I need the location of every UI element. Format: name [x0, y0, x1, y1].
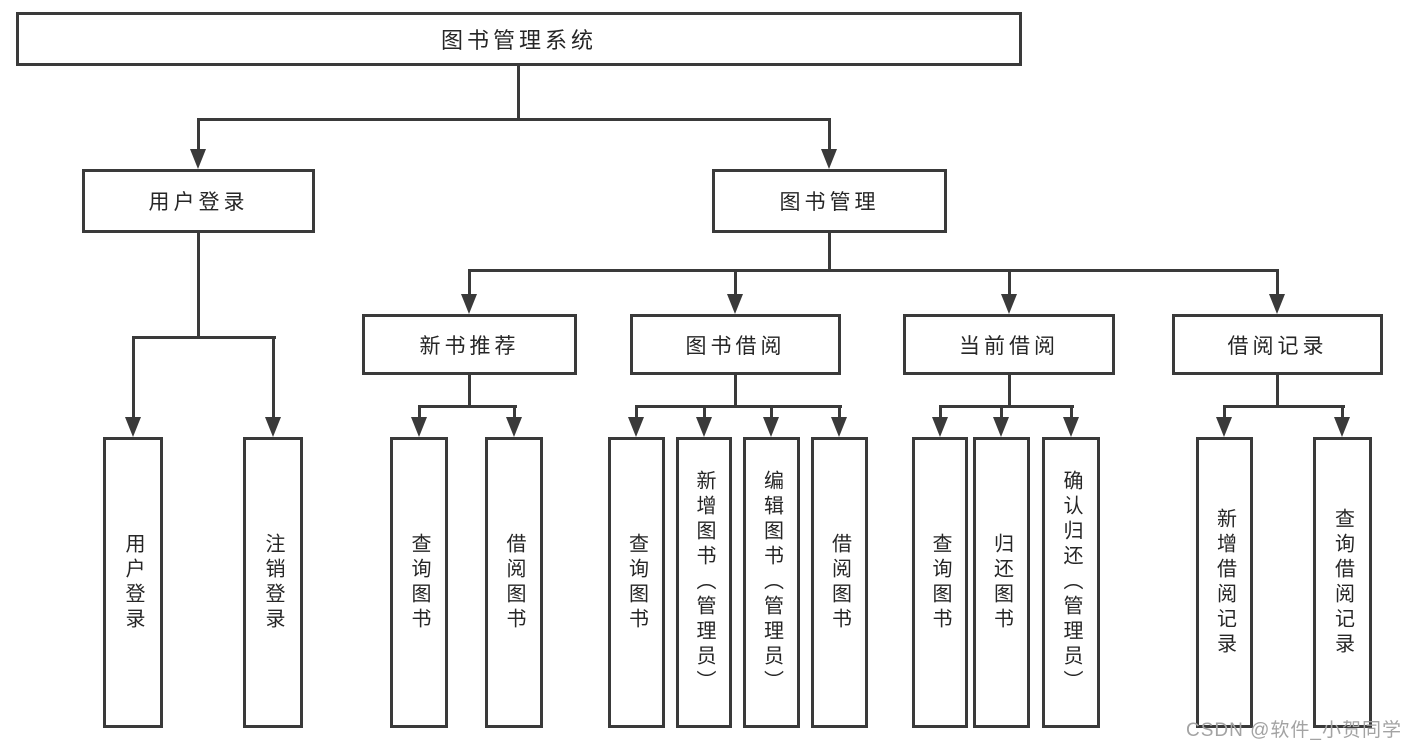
- arrow-down-icon: [265, 417, 281, 437]
- connector-drop-current-borrow: [1008, 269, 1011, 297]
- node-user-login-label: 用户登录: [148, 191, 249, 214]
- node-new-book-recommend-label: 新书推荐: [419, 334, 520, 358]
- arrow-down-icon: [1063, 417, 1079, 437]
- connector-book-borrow-rail: [635, 405, 842, 408]
- node-book-borrow-label: 图书借阅: [685, 334, 786, 358]
- arrow-down-icon: [696, 417, 712, 437]
- connector-new-book-rail: [418, 405, 517, 408]
- connector-drop-leaf: [1070, 405, 1073, 419]
- node-book-management-label: 图书管理: [779, 191, 880, 214]
- connector-drop-leaf: [703, 405, 706, 419]
- leaf-edit-books-admin: 编辑图书（管理员）: [743, 437, 800, 728]
- connector-current-borrow-rail: [939, 405, 1074, 408]
- connector-root-stem: [517, 66, 520, 118]
- leaf-query-books-recommend-label: 查询图书: [408, 532, 430, 633]
- leaf-user-login: 用户登录: [103, 437, 163, 728]
- connector-drop-book-management: [828, 118, 831, 151]
- leaf-user-login-label: 用户登录: [122, 532, 144, 633]
- connector-drop-leaf: [635, 405, 638, 419]
- leaf-logout-label: 注销登录: [262, 532, 284, 633]
- connector-drop-leaf: [939, 405, 942, 419]
- node-current-borrow-label: 当前借阅: [959, 334, 1059, 358]
- arrow-down-icon: [190, 149, 206, 169]
- leaf-borrow-books-label: 借阅图书: [828, 532, 851, 633]
- node-root-label: 图书管理系统: [440, 28, 597, 53]
- arrow-down-icon: [993, 417, 1009, 437]
- leaf-edit-books-admin-label: 编辑图书（管理员）: [760, 470, 783, 695]
- arrow-down-icon: [125, 417, 141, 437]
- connector-borrow-records-rail: [1223, 405, 1345, 408]
- leaf-confirm-return-admin: 确认归还（管理员）: [1042, 437, 1100, 728]
- leaf-query-borrow-record: 查询借阅记录: [1313, 437, 1372, 728]
- arrow-down-icon: [727, 294, 743, 314]
- arrow-down-icon: [506, 417, 522, 437]
- arrow-down-icon: [932, 417, 948, 437]
- csdn-watermark: CSDN @软件_小贺同学: [1186, 720, 1402, 741]
- connector-user-login-stem: [197, 233, 200, 336]
- arrow-down-icon: [831, 417, 847, 437]
- connector-user-login-rail: [132, 336, 276, 339]
- node-borrow-records-label: 借阅记录: [1227, 334, 1328, 358]
- leaf-add-borrow-record-label: 新增借阅记录: [1213, 507, 1236, 658]
- leaf-return-books: 归还图书: [973, 437, 1030, 728]
- arrow-down-icon: [763, 417, 779, 437]
- connector-drop-user-login: [197, 118, 200, 151]
- leaf-return-books-label: 归还图书: [990, 532, 1013, 633]
- arrow-down-icon: [411, 417, 427, 437]
- leaf-query-books-borrow-label: 查询图书: [625, 532, 648, 633]
- connector-current-borrow-stem: [1008, 375, 1011, 407]
- leaf-logout: 注销登录: [243, 437, 303, 728]
- arrow-down-icon: [821, 149, 837, 169]
- connector-book-borrow-stem: [734, 375, 737, 407]
- node-current-borrow: 当前借阅: [903, 314, 1115, 375]
- connector-new-book-stem: [468, 375, 471, 407]
- node-book-management: 图书管理: [712, 169, 947, 233]
- connector-drop-borrow-records: [1276, 269, 1279, 297]
- leaf-query-books-recommend: 查询图书: [390, 437, 448, 728]
- leaf-borrow-books: 借阅图书: [811, 437, 868, 728]
- arrow-down-icon: [628, 417, 644, 437]
- node-book-borrow: 图书借阅: [630, 314, 841, 375]
- connector-drop-leaf: [770, 405, 773, 419]
- connector-drop-leaf: [1341, 405, 1344, 419]
- leaf-add-books-admin-label: 新增图书（管理员）: [693, 470, 715, 695]
- leaf-query-books-current-label: 查询图书: [929, 532, 951, 633]
- leaf-borrow-books-recommend-label: 借阅图书: [503, 532, 525, 633]
- connector-drop-new-book: [468, 269, 471, 297]
- node-root: 图书管理系统: [16, 12, 1022, 66]
- arrow-down-icon: [1334, 417, 1350, 437]
- connector-book-management-stem: [828, 233, 831, 269]
- node-new-book-recommend: 新书推荐: [362, 314, 577, 375]
- connector-drop-leaf: [132, 336, 135, 419]
- connector-drop-leaf: [272, 336, 275, 419]
- node-borrow-records: 借阅记录: [1172, 314, 1383, 375]
- connector-drop-leaf: [838, 405, 841, 419]
- leaf-query-books-current: 查询图书: [912, 437, 968, 728]
- leaf-add-borrow-record: 新增借阅记录: [1196, 437, 1253, 728]
- connector-drop-leaf: [1000, 405, 1003, 419]
- arrow-down-icon: [1216, 417, 1232, 437]
- connector-drop-leaf: [1223, 405, 1226, 419]
- arrow-down-icon: [1269, 294, 1285, 314]
- connector-drop-leaf: [418, 405, 421, 419]
- connector-root-rail: [197, 118, 831, 121]
- connector-book-management-rail: [468, 269, 1279, 272]
- connector-drop-leaf: [513, 405, 516, 419]
- leaf-borrow-books-recommend: 借阅图书: [485, 437, 543, 728]
- connector-borrow-records-stem: [1276, 375, 1279, 407]
- leaf-confirm-return-admin-label: 确认归还（管理员）: [1060, 470, 1082, 695]
- leaf-add-books-admin: 新增图书（管理员）: [676, 437, 732, 728]
- leaf-query-borrow-record-label: 查询借阅记录: [1331, 507, 1354, 658]
- arrow-down-icon: [1001, 294, 1017, 314]
- arrow-down-icon: [461, 294, 477, 314]
- node-user-login: 用户登录: [82, 169, 315, 233]
- leaf-query-books-borrow: 查询图书: [608, 437, 665, 728]
- connector-drop-book-borrow: [734, 269, 737, 297]
